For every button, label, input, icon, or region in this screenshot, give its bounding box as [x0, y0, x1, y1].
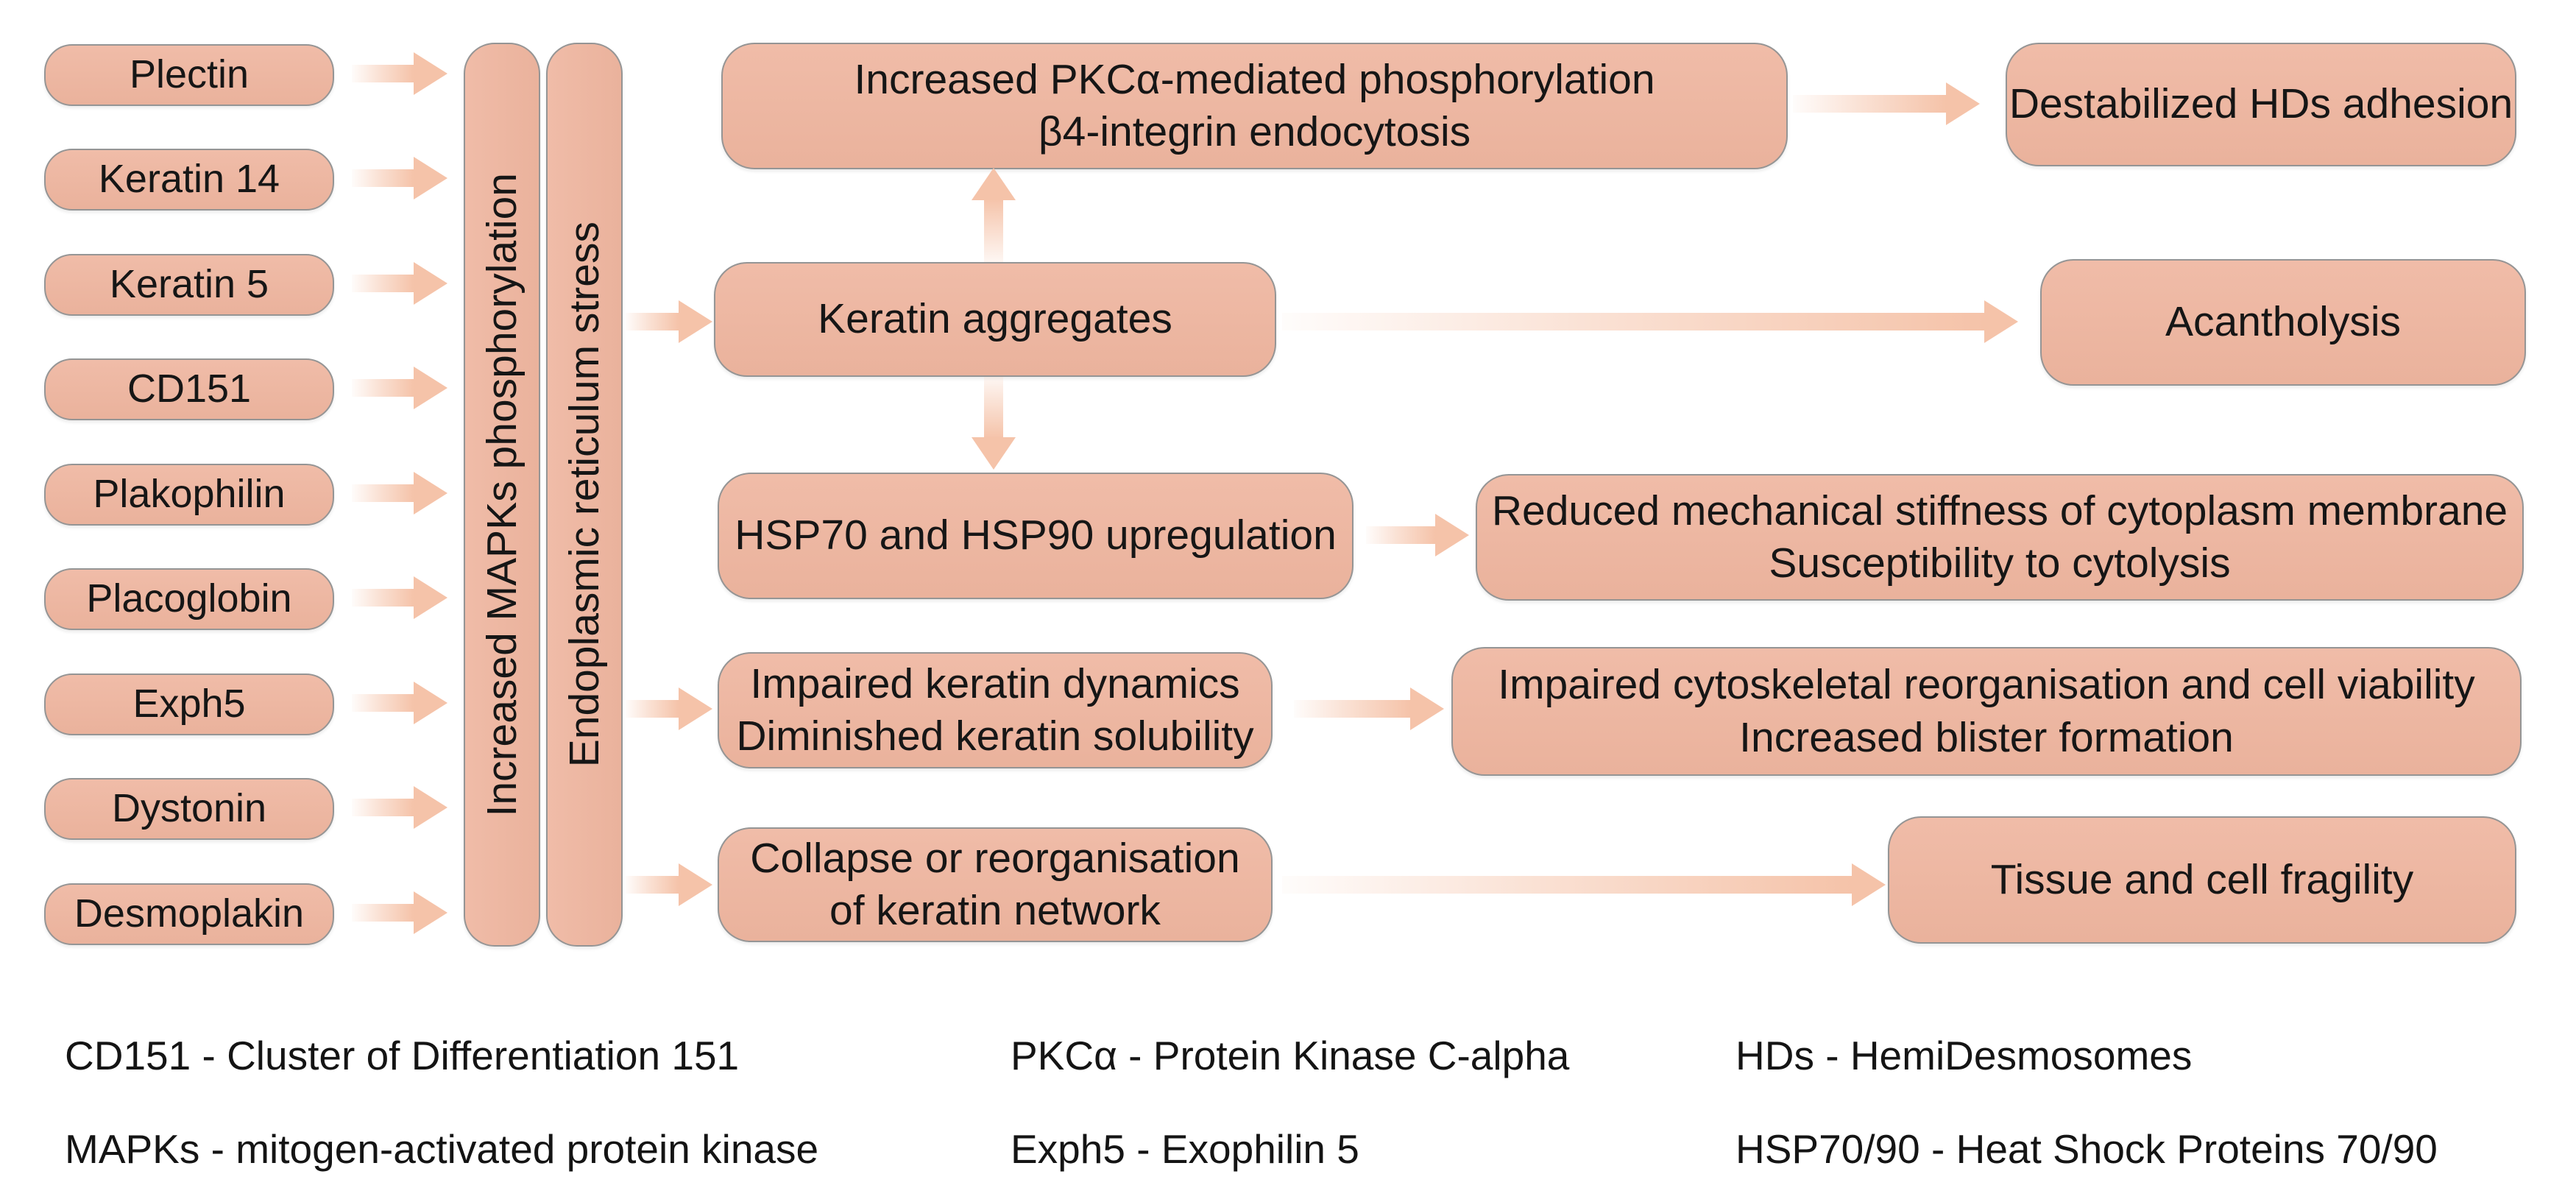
node-label: Desmoplakin — [74, 891, 305, 936]
arrow-dystonin-head-icon — [414, 786, 447, 829]
node-label: Keratin 14 — [98, 157, 280, 202]
arrow-collapse-to-fragility-icon — [1282, 876, 1852, 894]
arrow-placoglobin-head-icon — [414, 576, 447, 619]
node-label: CD151 — [127, 367, 252, 411]
arrow-impaired-to-cytoskeletal-icon — [1294, 700, 1410, 718]
legend-hds: HDs - HemiDesmosomes — [1735, 1033, 2193, 1078]
node-label-line2: of keratin network — [829, 887, 1161, 934]
node-reduced-stiffness: Reduced mechanical stiffness of cytoplas… — [1476, 474, 2524, 601]
node-exph5: Exph5 — [44, 674, 334, 735]
arrow-ka-to-hsp-head-icon — [972, 437, 1016, 470]
arrow-to-collapse-icon — [626, 876, 679, 894]
node-label-line2: Susceptibility to cytolysis — [1769, 540, 2231, 587]
arrow-dystonin-icon — [352, 799, 414, 816]
node-pkc-phosphorylation: Increased PKCα-mediated phosphorylation … — [721, 43, 1788, 169]
node-hsp-upregulation: HSP70 and HSP90 upregulation — [718, 473, 1354, 599]
legend-mapks: MAPKs - mitogen-activated protein kinase — [65, 1126, 819, 1172]
node-label: Keratin 5 — [109, 262, 269, 307]
arrow-exph5-icon — [352, 694, 414, 712]
arrow-pkc-to-destabilized-head-icon — [1946, 82, 1980, 125]
arrow-ka-to-acantholysis-icon — [1282, 313, 1984, 330]
node-label: Destabilized HDs adhesion — [2009, 80, 2513, 128]
arrow-to-keratin-aggregates-head-icon — [679, 300, 712, 343]
node-keratin-aggregates: Keratin aggregates — [714, 262, 1276, 377]
node-impaired-keratin-dynamics: Impaired keratin dynamics Diminished ker… — [718, 652, 1273, 768]
arrow-cd151-head-icon — [414, 367, 447, 409]
arrow-keratin14-icon — [352, 169, 414, 187]
node-label-line1: Increased PKCα-mediated phosphorylation — [854, 55, 1655, 103]
node-label: Placoglobin — [86, 576, 292, 621]
node-label-line2: Increased blister formation — [1739, 713, 2234, 761]
node-label: HSP70 and HSP90 upregulation — [735, 512, 1337, 559]
bar-mapks-phosphorylation: Increased MAPKs phosphorylation — [464, 43, 540, 947]
arrow-pkc-to-destabilized-icon — [1793, 95, 1946, 113]
node-dystonin: Dystonin — [44, 778, 334, 840]
arrow-ka-to-acantholysis-head-icon — [1984, 300, 2018, 343]
node-label: Tissue and cell fragility — [1990, 855, 2414, 903]
node-label-line2: Diminished keratin solubility — [736, 713, 1254, 760]
legend-pkca: PKCα - Protein Kinase C-alpha — [1011, 1033, 1570, 1078]
arrow-cd151-icon — [352, 379, 414, 397]
arrow-collapse-to-fragility-head-icon — [1852, 863, 1886, 906]
arrow-impaired-to-cytoskeletal-head-icon — [1410, 687, 1444, 730]
node-label-line1: Collapse or reorganisation — [750, 834, 1240, 882]
node-plakophilin: Plakophilin — [44, 464, 334, 526]
arrow-keratin14-head-icon — [414, 157, 447, 199]
arrow-plectin-head-icon — [414, 52, 447, 95]
node-keratin5: Keratin 5 — [44, 254, 334, 316]
node-label: Acantholysis — [2165, 298, 2401, 346]
node-label-line1: Impaired keratin dynamics — [750, 660, 1240, 707]
bar-er-stress: Endoplasmic reticulum stress — [546, 43, 623, 947]
node-label-line1: Reduced mechanical stiffness of cytoplas… — [1491, 487, 2508, 534]
node-label-line2: β4-integrin endocytosis — [1038, 108, 1471, 155]
node-keratin14: Keratin 14 — [44, 149, 334, 211]
arrow-desmoplakin-icon — [352, 904, 414, 922]
bar-label: Increased MAPKs phosphorylation — [478, 172, 526, 817]
node-cd151: CD151 — [44, 358, 334, 420]
node-label: Exph5 — [132, 682, 246, 726]
arrow-to-impaired-dynamics-head-icon — [679, 687, 712, 730]
node-impaired-cytoskeletal: Impaired cytoskeletal reorganisation and… — [1451, 647, 2522, 776]
arrow-plakophilin-head-icon — [414, 472, 447, 515]
node-label: Keratin aggregates — [818, 295, 1172, 343]
node-tissue-fragility: Tissue and cell fragility — [1888, 816, 2516, 944]
arrow-keratin5-icon — [352, 275, 414, 292]
arrow-keratin5-head-icon — [414, 262, 447, 305]
arrow-plakophilin-icon — [352, 484, 414, 502]
arrow-desmoplakin-head-icon — [414, 891, 447, 934]
arrow-exph5-head-icon — [414, 682, 447, 724]
node-destabilized-hds: Destabilized HDs adhesion — [2006, 43, 2516, 166]
arrow-to-collapse-head-icon — [679, 863, 712, 906]
arrow-hsp-to-reduced-icon — [1366, 526, 1435, 544]
arrow-placoglobin-icon — [352, 589, 414, 607]
arrow-ka-to-pkc-head-icon — [972, 168, 1016, 200]
legend-exph5: Exph5 - Exophilin 5 — [1011, 1126, 1359, 1172]
arrow-hsp-to-reduced-head-icon — [1435, 514, 1469, 556]
node-label: Plectin — [129, 52, 250, 97]
node-plectin: Plectin — [44, 44, 334, 106]
bar-label: Endoplasmic reticulum stress — [561, 222, 608, 768]
node-collapse-keratin-network: Collapse or reorganisation of keratin ne… — [718, 827, 1273, 942]
node-acantholysis: Acantholysis — [2040, 259, 2526, 386]
node-label: Dystonin — [111, 786, 267, 831]
node-desmoplakin: Desmoplakin — [44, 883, 334, 945]
node-label-line1: Impaired cytoskeletal reorganisation and… — [1498, 661, 2475, 709]
arrow-ka-to-pkc-icon — [984, 199, 1003, 262]
arrow-to-impaired-dynamics-icon — [626, 700, 679, 718]
legend-cd151: CD151 - Cluster of Differentiation 151 — [65, 1033, 740, 1078]
legend-hsp7090: HSP70/90 - Heat Shock Proteins 70/90 — [1735, 1126, 2438, 1172]
node-label: Plakophilin — [93, 472, 286, 517]
arrow-plectin-icon — [352, 65, 414, 82]
arrow-to-keratin-aggregates-icon — [626, 313, 679, 330]
arrow-ka-to-hsp-icon — [984, 377, 1003, 439]
node-placoglobin: Placoglobin — [44, 568, 334, 630]
